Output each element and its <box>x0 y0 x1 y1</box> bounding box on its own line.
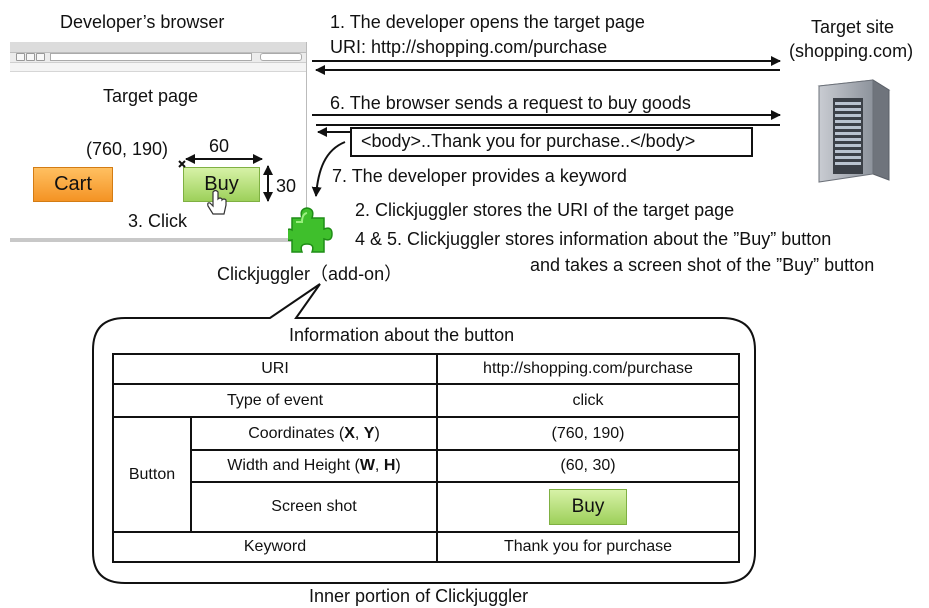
uri-label-cell: URI <box>112 353 438 385</box>
target-page-label: Target page <box>103 86 199 106</box>
uri-value-cell: http://shopping.com/purchase <box>436 353 740 385</box>
table-row: Screen shot Buy <box>113 481 740 533</box>
event-value-cell: click <box>436 383 740 418</box>
step45-text: 4 & 5. Clickjuggler stores information a… <box>355 229 832 249</box>
table-row: Type of event click <box>112 383 740 418</box>
keyword-value-cell: Thank you for purchase <box>436 531 740 563</box>
keyword-label-cell: Keyword <box>112 531 438 563</box>
click-label: 3. Click <box>128 211 188 231</box>
step6-text: 6. The browser sends a request to buy go… <box>330 93 691 113</box>
table-row: Keyword Thank you for purchase <box>112 531 740 563</box>
target-site-title: Target site <box>811 17 895 37</box>
screenshot-buy-button: Buy <box>549 489 627 525</box>
response-box <box>350 127 753 157</box>
browser-divider <box>306 42 307 242</box>
response-body-text: <body>..Thank you for purchase..</body> <box>361 131 696 151</box>
address-bar <box>50 53 252 61</box>
server-icon <box>817 79 891 183</box>
back-icon <box>16 53 25 61</box>
browser-title-bar <box>10 42 306 53</box>
step2-text: 2. Clickjuggler stores the URI of the ta… <box>355 200 735 220</box>
table-row: URI http://shopping.com/purchase <box>112 353 740 385</box>
puzzle-piece-icon <box>288 207 333 253</box>
step45-text-continued: and takes a screen shot of the ”Buy” but… <box>530 255 875 275</box>
reload-icon <box>36 53 45 61</box>
screenshot-value-cell: Buy <box>436 481 740 533</box>
footer-label: Inner portion of Clickjuggler <box>309 586 529 606</box>
coordinates-label-cell: Coordinates (X, Y) <box>190 416 438 451</box>
developer-browser-title: Developer’s browser <box>60 12 225 32</box>
target-site-domain: (shopping.com) <box>789 41 914 61</box>
height-annotation: 30 <box>276 176 297 196</box>
step1-text: 1. The developer opens the target page <box>330 12 645 32</box>
cart-button[interactable]: Cart <box>33 167 113 202</box>
browser-bookmarks-bar <box>10 63 306 72</box>
search-box <box>260 53 302 61</box>
width-annotation: 60 <box>209 136 230 156</box>
table-row: Button Coordinates (X, Y) (760, 190) <box>112 416 740 533</box>
button-group-cell: Button <box>112 416 192 533</box>
step1-uri: URI: http://shopping.com/purchase <box>330 37 608 57</box>
coordinates-value-cell: (760, 190) <box>436 416 740 451</box>
addon-label: Clickjuggler（add-on） <box>217 264 403 284</box>
coords-annotation: (760, 190) <box>86 139 169 159</box>
coordinate-marker <box>178 160 186 168</box>
buy-button[interactable]: Buy <box>183 167 260 202</box>
hand-cursor-icon <box>207 189 227 215</box>
callout-bubble <box>92 283 756 584</box>
event-label-cell: Type of event <box>112 383 438 418</box>
screenshot-label-cell: Screen shot <box>190 481 438 533</box>
button-info-table: URI http://shopping.com/purchase Type of… <box>112 353 740 563</box>
forward-icon <box>26 53 35 61</box>
size-value-cell: (60, 30) <box>436 449 740 483</box>
size-label-cell: Width and Height (W, H) <box>190 449 438 483</box>
step7-text: 7. The developer provides a keyword <box>332 166 627 186</box>
info-table-caption: Information about the button <box>289 325 515 345</box>
table-row: Width and Height (W, H) (60, 30) <box>113 449 740 483</box>
keyword-arrow <box>311 141 346 197</box>
developer-browser-window <box>10 42 306 242</box>
